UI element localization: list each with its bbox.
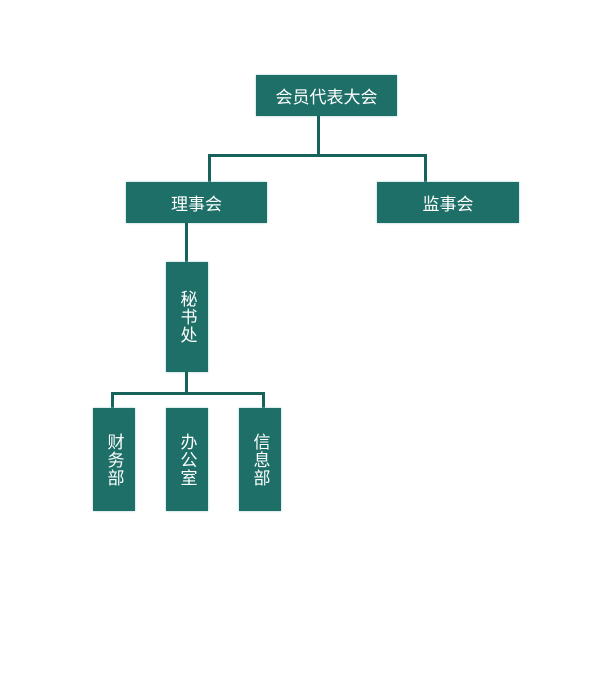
node-council: 理事会	[126, 182, 267, 223]
connector-line	[208, 154, 427, 157]
connector-line	[208, 154, 211, 182]
connector-line	[111, 392, 265, 395]
node-finance: 财务部	[93, 408, 135, 511]
node-supervisors: 监事会	[377, 182, 519, 223]
connector-line	[185, 372, 188, 394]
connector-line	[185, 223, 188, 262]
connector-line	[111, 392, 114, 408]
node-information: 信息部	[239, 408, 281, 511]
node-secretariat: 秘书处	[166, 262, 208, 372]
node-members-assembly: 会员代表大会	[256, 75, 397, 116]
node-office: 办公室	[166, 408, 208, 511]
connector-line	[262, 392, 265, 408]
connector-line	[424, 154, 427, 182]
connector-line	[317, 116, 320, 157]
